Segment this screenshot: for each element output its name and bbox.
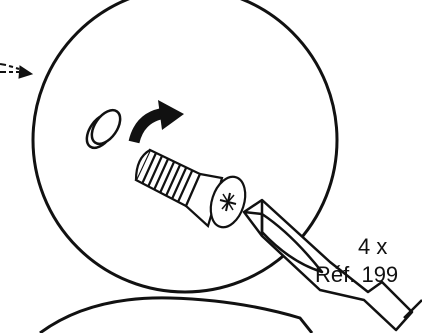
dash-arrow-icon — [0, 63, 34, 79]
detail-circle — [31, 0, 339, 294]
screw-cap-icon — [85, 108, 122, 150]
next-step-circle — [39, 296, 314, 333]
rotation-arrow-icon — [128, 100, 184, 144]
quantity-label: 4 x — [358, 234, 388, 259]
screwdriver-icon — [242, 198, 422, 332]
reference-label: Réf. 199 — [315, 262, 399, 287]
screw-icon — [134, 148, 247, 229]
